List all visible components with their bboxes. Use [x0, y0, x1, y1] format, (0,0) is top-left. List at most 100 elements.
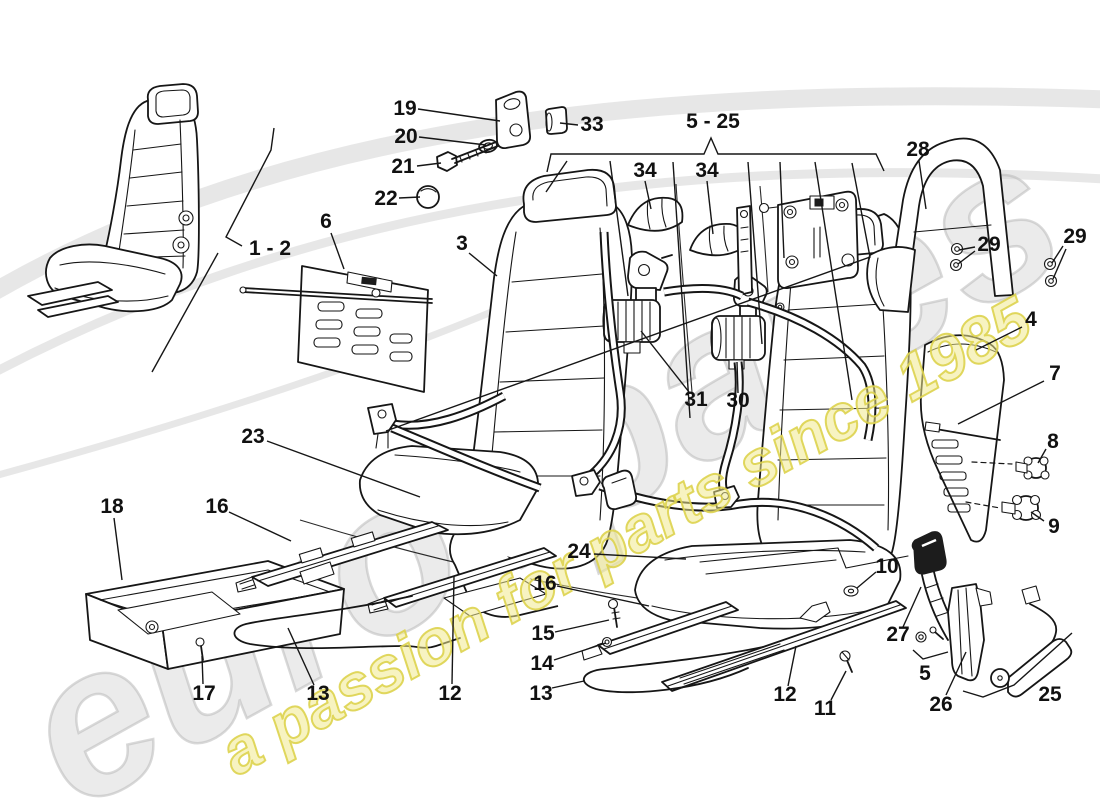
leader-line [747, 161, 763, 345]
part-callout-12-right: 12 [773, 645, 797, 706]
part-number-11[interactable]: 11 [814, 697, 837, 720]
part-callout-1-2: 1 - 2 [151, 127, 291, 373]
screw-11 [839, 650, 853, 673]
part-number-15[interactable]: 15 [531, 622, 555, 645]
leader-line [1052, 248, 1067, 280]
belts-drawing [367, 231, 879, 552]
part-callout-31: 31 [640, 330, 708, 411]
leader-line [1037, 448, 1047, 464]
part-number-5-25[interactable]: 5 - 25 [686, 110, 740, 133]
leader-line [385, 162, 871, 432]
leader-line [918, 160, 927, 210]
leader-line [814, 161, 853, 401]
part-number-17[interactable]: 17 [192, 682, 215, 705]
part-callout-34-right: 34 [695, 159, 719, 235]
leader-line [418, 136, 487, 146]
leader-line [856, 571, 877, 589]
leader-line [553, 642, 607, 661]
part-number-8[interactable]: 8 [1047, 430, 1059, 453]
leader-line [151, 252, 219, 373]
part-number-4[interactable]: 4 [1025, 308, 1037, 331]
part-number-12-right[interactable]: 12 [773, 683, 796, 706]
part-number-9[interactable]: 9 [1048, 515, 1060, 538]
floor-sill-drawing [699, 547, 909, 597]
leader-line [609, 160, 629, 297]
part-callout-33: 33 [559, 113, 604, 136]
part-callout-30: 30 [726, 361, 750, 412]
part-number-5[interactable]: 5 [919, 662, 931, 685]
part-number-10[interactable]: 10 [875, 555, 898, 578]
leader-line [559, 122, 579, 126]
part-callout-10: 10 [856, 555, 899, 589]
adjuster-knob-8 [1015, 456, 1050, 480]
part-number-31[interactable]: 31 [684, 388, 708, 411]
part-number-20[interactable]: 20 [394, 125, 417, 148]
belt-anchor-hardware-drawing [416, 90, 568, 209]
part-callout-25: 25 [962, 632, 1073, 706]
part-number-27[interactable]: 27 [886, 623, 909, 646]
wire-plug [1021, 585, 1041, 605]
part-number-14[interactable]: 14 [530, 652, 554, 675]
part-number-26[interactable]: 26 [929, 693, 952, 716]
part-callout-34-left: 34 [633, 159, 657, 210]
mounting-plate-drawing [736, 190, 859, 312]
leader-line [225, 127, 275, 247]
part-number-13-right[interactable]: 13 [529, 682, 552, 705]
part-number-13-left[interactable]: 13 [306, 682, 329, 705]
leader-line [736, 361, 739, 394]
part-number-29-left[interactable]: 29 [977, 233, 1000, 256]
part-callout-18: 18 [100, 495, 124, 581]
part-callout-7: 7 [957, 362, 1061, 425]
part-number-19[interactable]: 19 [393, 97, 416, 120]
part-number-24[interactable]: 24 [567, 540, 591, 563]
part-callout-19: 19 [393, 97, 501, 122]
retractor-left-drawing [602, 250, 673, 354]
leader-line [554, 619, 610, 633]
part-number-23[interactable]: 23 [241, 425, 264, 448]
part-callout-4: 4 [975, 308, 1037, 351]
part-number-29-right[interactable]: 29 [1063, 225, 1086, 248]
leader-line [958, 246, 976, 251]
part-number-3[interactable]: 3 [456, 232, 468, 255]
part-number-1-2[interactable]: 1 - 2 [249, 237, 291, 260]
part-number-34-right[interactable]: 34 [695, 159, 719, 182]
leader-line [962, 632, 1073, 698]
part-number-7[interactable]: 7 [1049, 362, 1061, 385]
backrest-cover-drawing [919, 334, 1050, 543]
part-number-34-left[interactable]: 34 [633, 159, 657, 182]
leader-line [1030, 511, 1045, 522]
part-number-12-left[interactable]: 12 [438, 682, 461, 705]
part-callout-3: 3 [456, 232, 498, 277]
part-number-30[interactable]: 30 [726, 389, 749, 412]
part-number-6[interactable]: 6 [320, 210, 332, 233]
part-callout-27: 27 [886, 586, 922, 646]
leader-line [957, 250, 976, 265]
part-number-16-right[interactable]: 16 [533, 572, 556, 595]
part-callout-12-left: 12 [438, 575, 462, 705]
part-number-28[interactable]: 28 [906, 138, 930, 161]
part-callout-9: 9 [1030, 511, 1060, 538]
part-callout-6: 6 [320, 210, 345, 270]
leader-line [201, 655, 204, 685]
leader-line [706, 180, 714, 235]
part-number-18[interactable]: 18 [100, 495, 124, 518]
leader-line [556, 585, 650, 607]
leader-line [468, 252, 498, 277]
part-callout-29-right: 29 [1051, 225, 1087, 280]
part-number-21[interactable]: 21 [391, 155, 415, 178]
part-number-16-left[interactable]: 16 [205, 495, 228, 518]
anchor-bar-25 [1007, 638, 1073, 698]
part-callout-23: 23 [241, 425, 421, 498]
leader-line [1051, 245, 1064, 264]
leader-line [672, 161, 691, 419]
part-callout-29-left: 29 [957, 233, 1001, 265]
leader-line [266, 440, 421, 498]
part-callout-13-left: 13 [287, 627, 330, 705]
part-callout-13-right: 13 [529, 680, 585, 705]
grommet-10 [843, 585, 859, 597]
part-number-33[interactable]: 33 [580, 113, 603, 136]
part-callout-24: 24 [567, 540, 687, 563]
part-number-22[interactable]: 22 [374, 187, 397, 210]
part-number-25[interactable]: 25 [1038, 683, 1062, 706]
